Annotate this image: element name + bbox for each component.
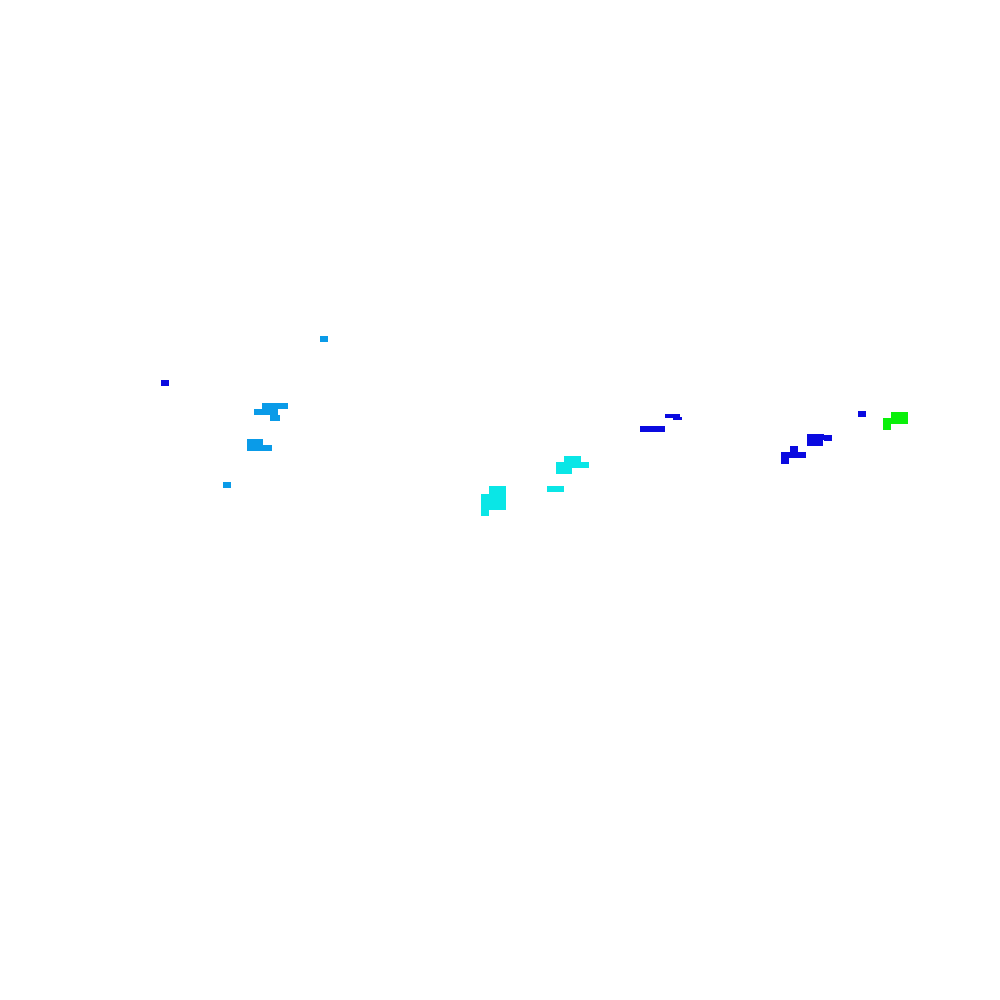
blob: [247, 439, 263, 445]
blob: [481, 502, 506, 510]
blob: [547, 486, 564, 492]
blob: [883, 418, 908, 424]
blob: [161, 380, 169, 386]
blob: [556, 468, 572, 474]
blob: [807, 434, 824, 440]
blob: [564, 456, 581, 462]
blob: [824, 435, 832, 441]
deep-blue-cluster: [640, 411, 866, 464]
cyan-cluster: [481, 456, 589, 516]
sky-blue-cluster: [223, 336, 328, 488]
blob: [223, 482, 231, 488]
blob: [781, 452, 806, 458]
green-cluster: [883, 412, 908, 430]
blob: [254, 409, 278, 415]
blob: [270, 415, 280, 421]
blob: [262, 403, 288, 409]
blob: [883, 424, 891, 430]
blob: [481, 494, 506, 502]
blob: [489, 486, 506, 494]
blob: [858, 411, 866, 417]
blob: [481, 510, 489, 516]
blob: [891, 412, 908, 418]
blob: [807, 440, 823, 446]
blob: [247, 445, 272, 451]
blob: [640, 426, 665, 432]
blob: [556, 462, 589, 468]
blob: [665, 414, 680, 418]
blob: [781, 458, 789, 464]
blob: [320, 336, 328, 342]
blob: [790, 446, 798, 452]
blob: [673, 417, 682, 420]
